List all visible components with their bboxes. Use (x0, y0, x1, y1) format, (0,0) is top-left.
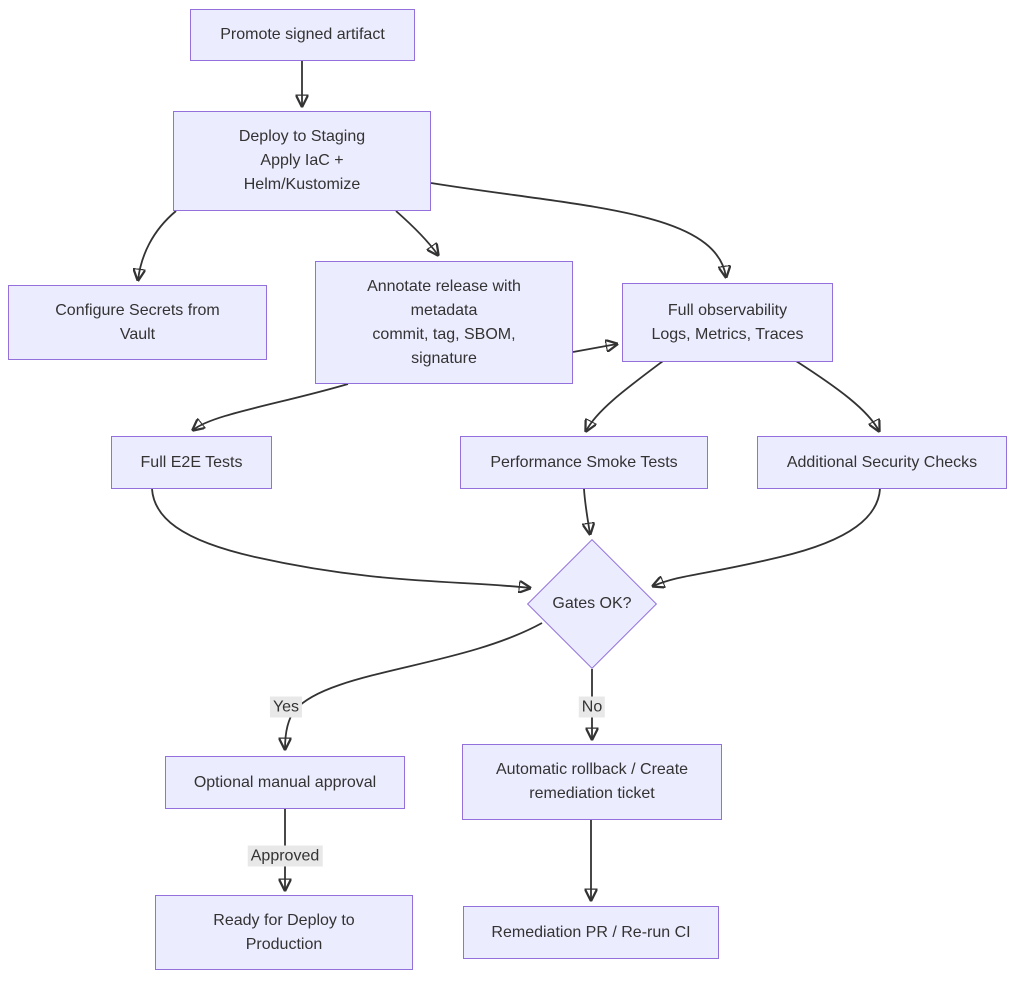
edge-e2e-to-gates (151, 488, 530, 588)
node-label: Ready for Deploy to Production (213, 911, 355, 953)
node-label: Configure Secrets from Vault (55, 301, 220, 343)
edge-observability-to-security (795, 360, 879, 431)
node-label: Remediation PR / Re-run CI (491, 923, 691, 941)
node-label: Full observability Logs, Metrics, Traces (651, 301, 804, 343)
node-performance-smoke-tests: Performance Smoke Tests (460, 436, 708, 489)
node-label: Additional Security Checks (786, 453, 978, 471)
node-label: Gates OK? (552, 595, 632, 612)
node-annotate-release: Annotate release with metadata commit, t… (315, 261, 573, 384)
edge-label-no: No (578, 696, 606, 718)
node-label: Performance Smoke Tests (490, 453, 678, 471)
node-deploy-to-staging: Deploy to Staging Apply IaC + Helm/Kusto… (173, 111, 431, 211)
node-full-observability: Full observability Logs, Metrics, Traces (622, 283, 833, 362)
node-promote-signed-artifact: Promote signed artifact (190, 9, 415, 61)
node-additional-security-checks: Additional Security Checks (757, 436, 1007, 489)
edge-deploy-to-observability (430, 182, 726, 277)
edge-label-approved: Approved (247, 845, 323, 867)
edge-observability-to-perf (586, 360, 664, 431)
edge-gates-to-approval-yes (285, 622, 543, 749)
node-automatic-rollback: Automatic rollback / Create remediation … (462, 744, 722, 820)
edge-label-yes: Yes (269, 696, 303, 718)
node-label: Promote signed artifact (220, 26, 385, 43)
edge-deploy-to-secrets (138, 210, 177, 280)
node-full-e2e-tests: Full E2E Tests (111, 436, 272, 489)
node-label: Automatic rollback / Create remediation … (495, 761, 689, 802)
node-gates-ok-decision: Gates OK? (526, 538, 658, 670)
node-configure-secrets: Configure Secrets from Vault (8, 285, 267, 360)
node-ready-for-production: Ready for Deploy to Production (155, 895, 413, 970)
edge-deploy-to-annotate (395, 210, 438, 255)
node-label: Optional manual approval (193, 773, 377, 791)
node-label: Full E2E Tests (140, 453, 243, 471)
node-optional-manual-approval: Optional manual approval (165, 756, 405, 809)
edge-security-to-gates (653, 488, 881, 586)
edge-annotate-to-e2e (193, 383, 349, 430)
edge-perf-to-gates (584, 488, 590, 534)
node-label: Annotate release with metadata commit, t… (367, 277, 521, 367)
node-remediation-pr: Remediation PR / Re-run CI (463, 906, 719, 959)
edge-annotate-to-observability (572, 344, 617, 353)
node-label: Deploy to Staging Apply IaC + Helm/Kusto… (238, 128, 366, 193)
